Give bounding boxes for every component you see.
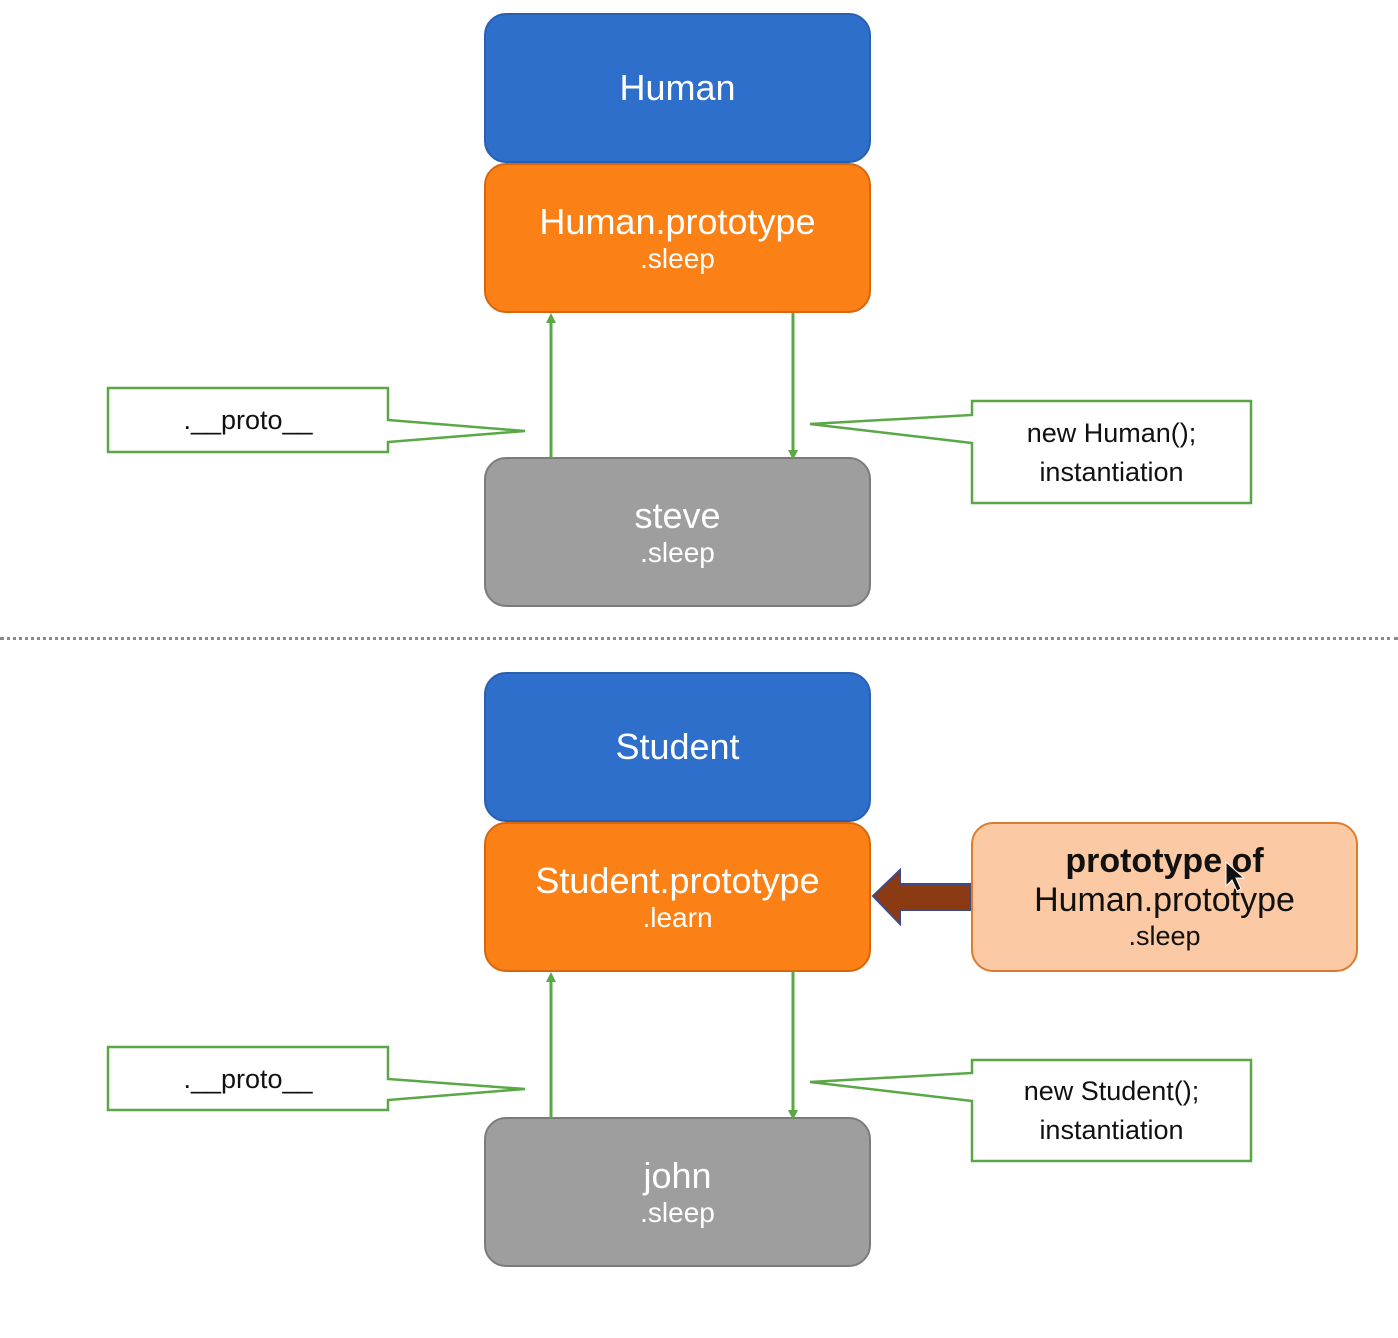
top-proto-label: .__proto__	[183, 405, 313, 435]
top-new-callout-shape	[809, 399, 1253, 505]
human-prototype-link-box: prototype of Human.prototype .sleep	[971, 822, 1358, 972]
steve-instance-title: steve	[634, 495, 721, 537]
student-class-box: Student	[484, 672, 871, 822]
bottom-proto-callout-shape	[106, 1045, 526, 1112]
student-class-title: Student	[615, 726, 740, 768]
student-prototype-member: .learn	[642, 901, 713, 933]
steve-instance-member: .sleep	[640, 536, 715, 568]
top-new-callout-text: new Human(); instantiation	[972, 414, 1251, 492]
top-new-line1: new Human();	[1026, 418, 1197, 448]
bottom-new-line2: instantiation	[1039, 1115, 1184, 1146]
john-instance-title: john	[643, 1155, 712, 1197]
cursor-icon	[1225, 860, 1246, 892]
link-box-member: .sleep	[1128, 920, 1201, 951]
student-prototype-box: Student.prototype .learn	[484, 822, 871, 972]
john-instance-box: john .sleep	[484, 1117, 871, 1267]
student-prototype-title: Student.prototype	[535, 860, 820, 902]
bottom-new-callout-shape	[809, 1058, 1253, 1163]
bottom-proto-callout-text: .__proto__	[108, 1060, 388, 1099]
human-class-title: Human	[619, 67, 736, 109]
link-box-prototype-name: Human.prototype	[1034, 881, 1295, 920]
human-prototype-member: .sleep	[640, 242, 715, 274]
section-divider	[0, 637, 1398, 640]
inherit-block-arrow	[871, 867, 971, 927]
top-proto-callout-shape	[106, 386, 526, 454]
human-class-box: Human	[484, 13, 871, 163]
human-prototype-box: Human.prototype .sleep	[484, 163, 871, 313]
human-prototype-title: Human.prototype	[539, 201, 816, 243]
john-instance-member: .sleep	[640, 1196, 715, 1228]
steve-instance-box: steve .sleep	[484, 457, 871, 607]
top-new-line2: instantiation	[1039, 457, 1184, 488]
top-proto-callout-text: .__proto__	[108, 401, 388, 440]
bottom-new-line1: new Student();	[1023, 1076, 1200, 1106]
bottom-proto-label: .__proto__	[183, 1064, 313, 1094]
bottom-new-callout-text: new Student(); instantiation	[972, 1072, 1251, 1150]
